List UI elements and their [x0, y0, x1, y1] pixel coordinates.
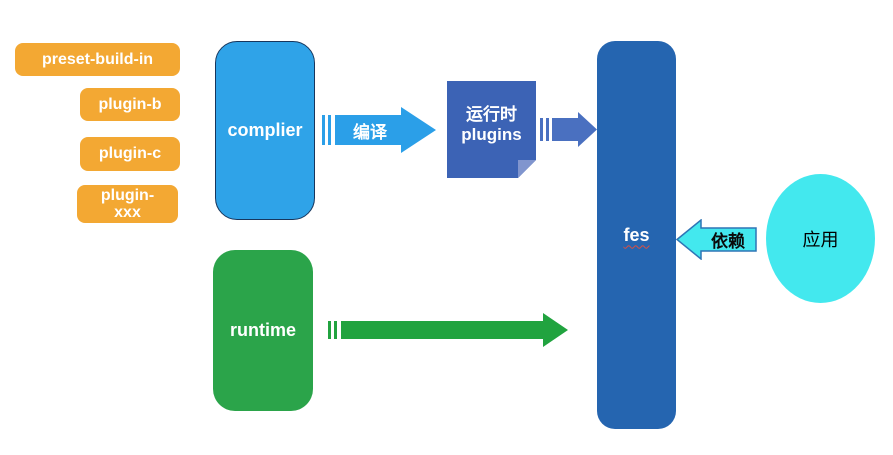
compile-arrow-label: 编译	[353, 122, 387, 142]
compile-arrow-icon: 编译	[322, 107, 436, 153]
plugins-to-fes-arrow-icon	[540, 112, 597, 147]
node-plugin-xxx: plugin- xxx	[77, 185, 178, 223]
node-preset-build-in: preset-build-in	[15, 43, 180, 76]
runtime-to-fes-arrow-icon	[328, 313, 568, 347]
node-runtime: runtime	[213, 250, 313, 411]
node-runtime-label: runtime	[229, 320, 296, 340]
node-plugin-c: plugin-c	[80, 137, 180, 171]
node-plugin-b: plugin-b	[80, 88, 180, 121]
note-folded-corner	[518, 160, 536, 178]
node-app: 应用	[766, 174, 875, 303]
depends-arrow-label: 依赖	[711, 232, 745, 251]
node-fes: fes	[597, 41, 676, 429]
node-app-label: 应用	[802, 229, 839, 250]
node-fes-label: fes	[623, 224, 650, 245]
depends-arrow-icon: 依赖	[676, 219, 757, 260]
node-complier: complier	[215, 41, 315, 220]
node-complier-label: complier	[227, 120, 303, 140]
